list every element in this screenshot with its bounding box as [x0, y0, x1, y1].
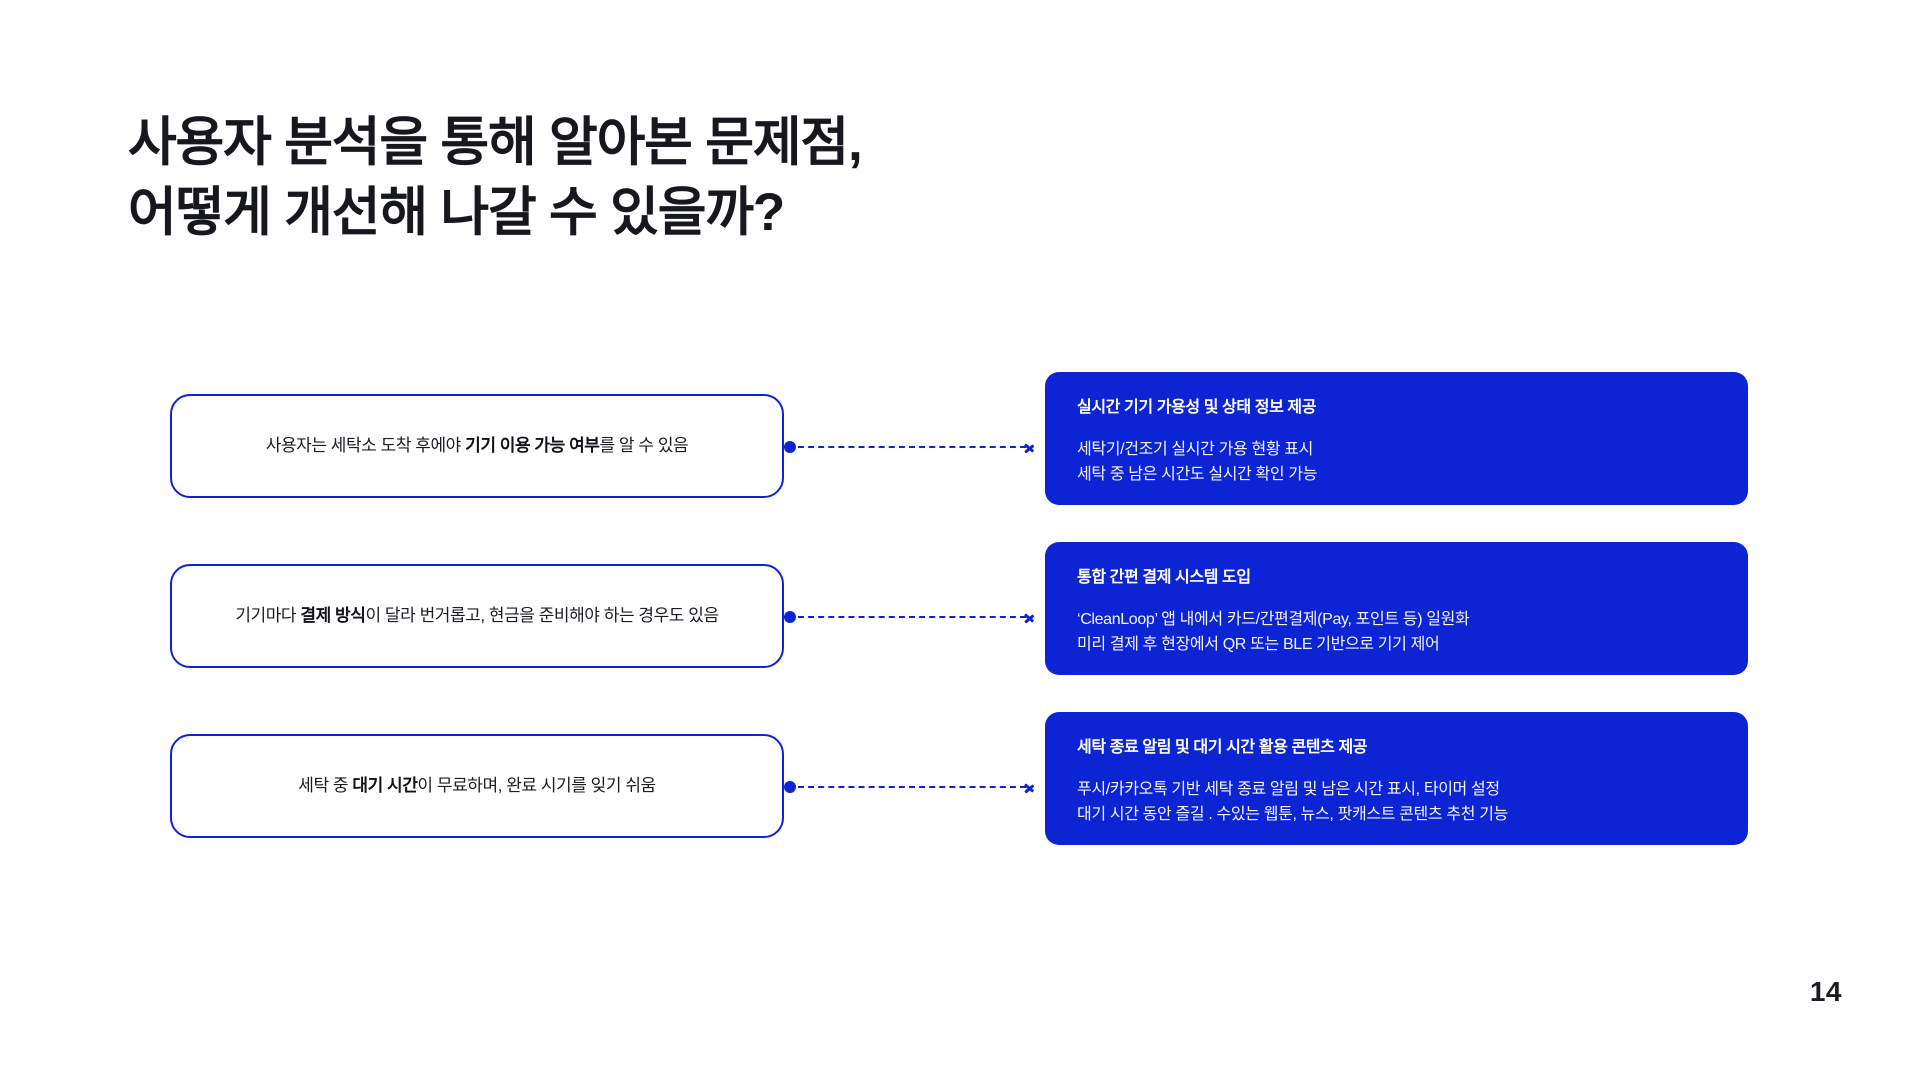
page-title-line-2: 어떻게 개선해 나갈 수 있을까? [128, 183, 785, 243]
chevron-right-arrow-icon [1024, 780, 1038, 794]
problem-suffix-1: 를 알 수 있음 [599, 436, 689, 456]
solution-heading-1: 실시간 기기 가용성 및 상태 정보 제공 [1077, 399, 1317, 416]
chevron-right-arrow-icon [1024, 440, 1038, 454]
problem-suffix-2: 이 달라 번거롭고, 현금을 준비해야 하는 경우도 있음 [365, 606, 719, 626]
solution-line-2-2: 미리 결제 후 현장에서 QR 또는 BLE 기반으로 기기 제어 [1077, 635, 1440, 653]
solution-line-2-1: ‘CleanLoop’ 앱 내에서 카드/간편결제(Pay, 포인트 등) 일원… [1077, 610, 1470, 628]
solution-heading-2: 통합 간편 결제 시스템 도입 [1077, 569, 1251, 586]
connector-dashed-line [798, 445, 1026, 448]
problem-text-3: 세탁 중 대기 시간이 무료하며, 완료 시기를 잊기 쉬움 [298, 773, 656, 799]
solution-card-3[interactable]: 세탁 종료 알림 및 대기 시간 활용 콘텐츠 제공 푸시/카카오톡 기반 세탁… [1045, 712, 1748, 845]
problem-highlight-3: 대기 시간 [352, 776, 418, 796]
problem-card-1[interactable]: 사용자는 세탁소 도착 후에야 기기 이용 가능 여부를 알 수 있음 [170, 394, 784, 498]
page-title: 사용자 분석을 통해 알아본 문제점, 어떻게 개선해 나갈 수 있을까? [128, 108, 1228, 249]
problem-prefix-3: 세탁 중 [298, 776, 353, 796]
problem-solution-row: 세탁 중 대기 시간이 무료하며, 완료 시기를 잊기 쉬움 세탁 종료 알림 … [0, 712, 1920, 882]
problem-card-2[interactable]: 기기마다 결제 방식이 달라 번거롭고, 현금을 준비해야 하는 경우도 있음 [170, 564, 784, 668]
connector-2 [784, 610, 1046, 624]
solution-card-1[interactable]: 실시간 기기 가용성 및 상태 정보 제공 세탁기/건조기 실시간 가용 현황 … [1045, 372, 1748, 505]
connector-1 [784, 440, 1046, 454]
problem-text-2: 기기마다 결제 방식이 달라 번거롭고, 현금을 준비해야 하는 경우도 있음 [235, 603, 719, 629]
connector-dashed-line [798, 785, 1026, 788]
problem-solution-row: 사용자는 세탁소 도착 후에야 기기 이용 가능 여부를 알 수 있음 실시간 … [0, 372, 1920, 542]
connector-dashed-line [798, 615, 1026, 618]
problem-solution-row: 기기마다 결제 방식이 달라 번거롭고, 현금을 준비해야 하는 경우도 있음 … [0, 542, 1920, 712]
chevron-right-arrow-icon [1024, 610, 1038, 624]
problem-prefix-1: 사용자는 세탁소 도착 후에야 [265, 436, 466, 456]
solution-line-1-2: 세탁 중 남은 시간도 실시간 확인 가능 [1077, 465, 1318, 483]
problem-card-3[interactable]: 세탁 중 대기 시간이 무료하며, 완료 시기를 잊기 쉬움 [170, 734, 784, 838]
page-title-line-1: 사용자 분석을 통해 알아본 문제점, [128, 113, 863, 172]
solution-card-2[interactable]: 통합 간편 결제 시스템 도입 ‘CleanLoop’ 앱 내에서 카드/간편결… [1045, 542, 1748, 675]
connector-dot-icon [784, 441, 796, 453]
solution-line-1-1: 세탁기/건조기 실시간 가용 현황 표시 [1077, 440, 1314, 458]
problem-suffix-3: 이 무료하며, 완료 시기를 잊기 쉬움 [417, 776, 656, 796]
problem-highlight-2: 결제 방식 [300, 606, 366, 626]
solution-line-3-2: 대기 시간 동안 즐길 . 수있는 웹툰, 뉴스, 팟캐스트 콘텐츠 추천 기능 [1077, 805, 1508, 823]
problem-highlight-1: 기기 이용 가능 여부 [465, 436, 600, 456]
page-number: 14 [1809, 976, 1842, 1007]
connector-dot-icon [784, 611, 796, 623]
solution-heading-3: 세탁 종료 알림 및 대기 시간 활용 콘텐츠 제공 [1077, 739, 1368, 756]
connector-3 [784, 780, 1046, 794]
solution-line-3-1: 푸시/카카오톡 기반 세탁 종료 알림 및 남은 시간 표시, 타이머 설정 [1077, 780, 1500, 798]
problem-text-1: 사용자는 세탁소 도착 후에야 기기 이용 가능 여부를 알 수 있음 [266, 433, 689, 459]
connector-dot-icon [784, 781, 796, 793]
problem-prefix-2: 기기마다 [235, 606, 301, 626]
